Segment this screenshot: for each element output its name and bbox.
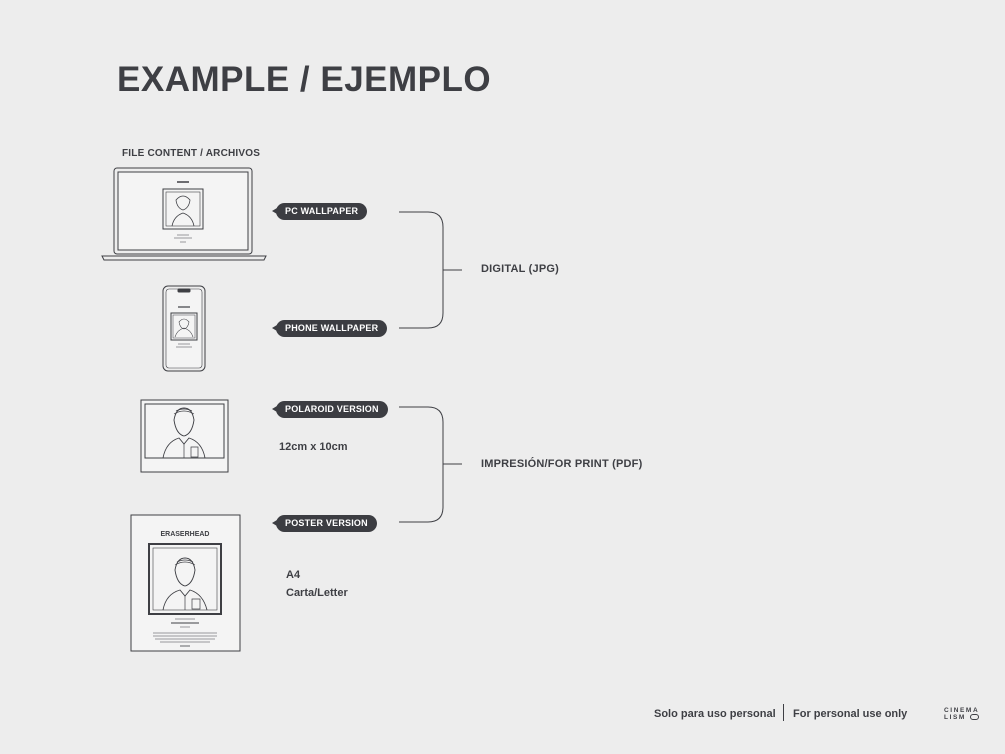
phone-wallpaper-pill: PHONE WALLPAPER: [271, 320, 388, 337]
pc-wallpaper-pill: PC WALLPAPER: [271, 203, 368, 220]
brand-logo: CINEMA LISM: [944, 707, 979, 721]
poster-title: ERASERHEAD: [160, 531, 209, 538]
footer-personal-use-es: Solo para uso personal: [654, 708, 776, 720]
poster-size-letter: Carta/Letter: [286, 587, 348, 599]
page-title: EXAMPLE / EJEMPLO: [117, 60, 492, 99]
print-format-label: IMPRESIÓN/FOR PRINT (PDF): [481, 458, 643, 470]
footer-personal-use-en: For personal use only: [793, 708, 908, 720]
poster-icon: [130, 514, 241, 652]
brand-line-1: CINEMA: [944, 707, 980, 714]
poster-version-pill: POSTER VERSION: [272, 515, 377, 532]
footer-divider: [783, 704, 784, 721]
poster-size-a4: A4: [286, 569, 301, 581]
brand-mark-icon: [970, 714, 979, 720]
digital-format-label: DIGITAL (JPG): [481, 263, 559, 275]
section-label: FILE CONTENT / ARCHIVOS: [122, 148, 261, 159]
phone-icon: [162, 285, 206, 372]
polaroid-size: 12cm x 10cm: [279, 441, 348, 453]
laptop-icon: [101, 167, 267, 261]
polaroid-version-pill: POLAROID VERSION: [272, 401, 388, 418]
polaroid-icon: [140, 399, 229, 473]
bracket-connector: [399, 211, 462, 523]
brand-line-2: LISM: [944, 714, 966, 721]
